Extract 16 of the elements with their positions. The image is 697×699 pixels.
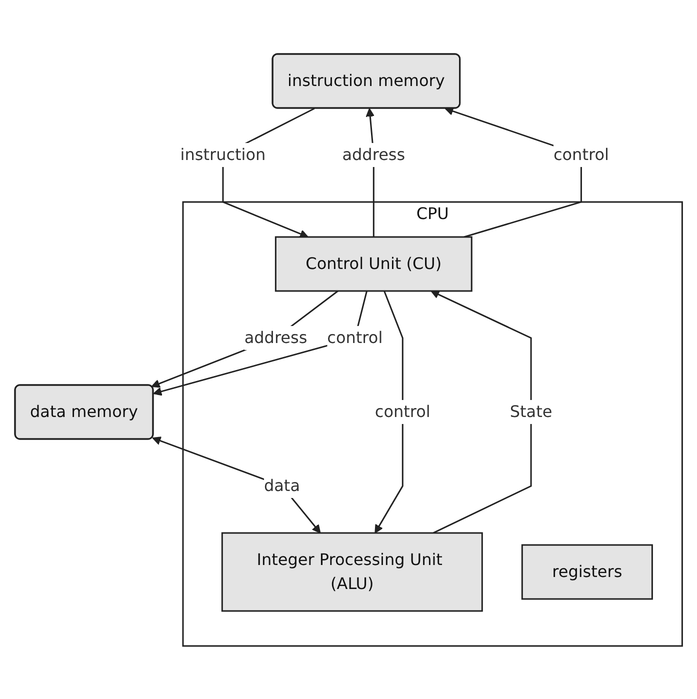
edge-label: address — [244, 327, 308, 346]
arrow — [153, 290, 368, 396]
arrow — [151, 290, 338, 388]
edge-label: control — [374, 401, 430, 420]
node-box: Control Unit (CU) — [274, 236, 472, 292]
node-box: registers — [521, 544, 653, 600]
arrow — [374, 290, 404, 533]
edge-label: State — [510, 401, 552, 420]
node-box: Integer Processing Unit (ALU) — [221, 532, 483, 612]
edge-label: data — [264, 475, 300, 494]
arrow — [430, 290, 532, 534]
arrow — [152, 436, 321, 533]
edge-label: control — [553, 144, 609, 164]
edge-label: instruction — [180, 144, 266, 164]
edge-label: address — [342, 144, 405, 164]
edge-label: control — [327, 327, 383, 346]
